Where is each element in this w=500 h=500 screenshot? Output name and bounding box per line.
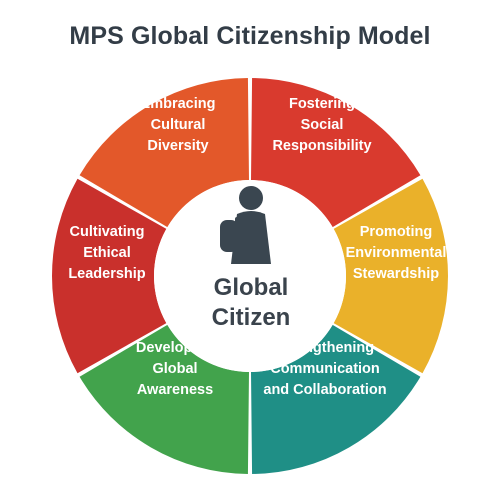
diagram-title: MPS Global Citizenship Model xyxy=(69,22,431,50)
student-icon xyxy=(220,186,271,264)
wheel-segments: FosteringSocialResponsibilityPromotingEn… xyxy=(52,78,448,474)
segment-label-developing-global-awareness-line-2: Global xyxy=(152,361,197,377)
segment-cultivating-ethical-leadership xyxy=(52,178,167,374)
segment-label-embracing-cultural-diversity-line-2: Cultural xyxy=(151,117,206,133)
segment-developing-global-awareness xyxy=(79,324,249,474)
segment-label-promoting-environmental-stewardship-line-3: Stewardship xyxy=(353,266,439,282)
segment-label-embracing-cultural-diversity-line-3: Diversity xyxy=(147,138,208,154)
segment-label-fostering-social-responsibility-line-2: Social xyxy=(301,117,344,133)
segment-label-cultivating-ethical-leadership-line-1: Cultivating xyxy=(70,224,145,240)
segment-label-strengthening-communication-collaboration-line-3: and Collaboration xyxy=(263,382,386,398)
segment-label-developing-global-awareness-line-3: Awareness xyxy=(137,382,213,398)
center-label-line-2: Citizen xyxy=(212,304,291,331)
segment-label-cultivating-ethical-leadership-line-3: Leadership xyxy=(68,266,145,282)
segment-label-cultivating-ethical-leadership-line-2: Ethical xyxy=(83,245,131,261)
segment-embracing-cultural-diversity xyxy=(79,78,249,228)
segment-strengthening-communication-collaboration xyxy=(251,324,421,474)
segment-label-strengthening-communication-collaboration-line-2: Communication xyxy=(270,361,380,377)
segment-label-fostering-social-responsibility-line-3: Responsibility xyxy=(272,138,371,154)
segment-label-promoting-environmental-stewardship-line-1: Promoting xyxy=(360,224,433,240)
segment-fostering-social-responsibility xyxy=(251,78,421,228)
segment-label-promoting-environmental-stewardship-line-2: Environmental xyxy=(346,245,447,261)
segment-promoting-environmental-stewardship xyxy=(333,178,448,374)
segment-label-embracing-cultural-diversity-line-1: Embracing xyxy=(141,96,216,112)
center-label-line-1: Global xyxy=(214,274,289,301)
center-circle xyxy=(154,180,346,372)
segment-label-fostering-social-responsibility-line-1: Fostering xyxy=(289,96,355,112)
